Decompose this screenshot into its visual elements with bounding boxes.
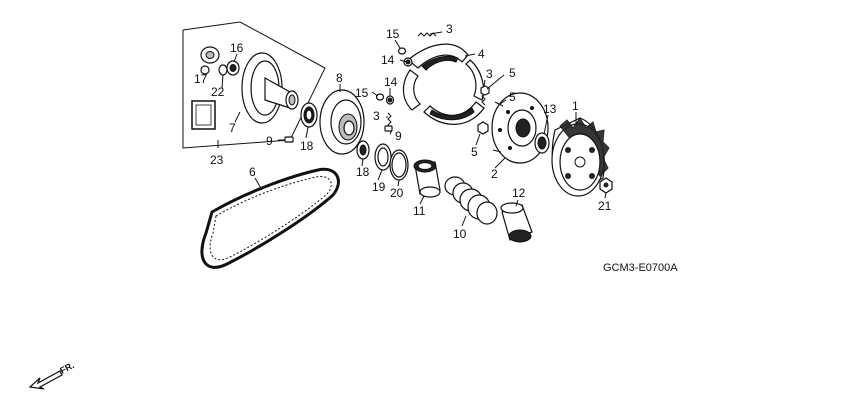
- nut-21: [599, 177, 613, 194]
- callout-5-mid: 5: [509, 90, 516, 104]
- clutch-outer-1: [551, 117, 610, 197]
- callout-13: 13: [543, 102, 557, 116]
- seal-18-right: [356, 140, 370, 160]
- callout-7: 7: [229, 121, 236, 135]
- seal-18-left: [300, 102, 318, 128]
- diagram-code: GCM3-E0700A: [603, 262, 678, 274]
- callout-4: 4: [478, 47, 485, 61]
- ring-19: [374, 143, 392, 171]
- callout-9-mid: 9: [395, 129, 402, 143]
- ring-20: [389, 149, 409, 181]
- fr-arrow-icon: FR.: [28, 360, 76, 390]
- callout-20: 20: [390, 186, 404, 200]
- fr-label: FR.: [58, 360, 75, 376]
- callout-14-top: 14: [381, 53, 395, 67]
- callout-12: 12: [512, 186, 526, 200]
- callout-18-left: 18: [300, 139, 314, 153]
- clip-14-mid: [385, 95, 395, 105]
- spring-10: [444, 176, 498, 225]
- washer-15-top: [397, 47, 407, 55]
- boss-11: [413, 159, 441, 198]
- callout-1: 1: [572, 99, 579, 113]
- leader-lines: [204, 31, 607, 227]
- clutch-shoes-4: [402, 43, 485, 125]
- assembly-23-outline: [182, 21, 326, 149]
- callout-9-left: 9: [266, 134, 273, 148]
- callout-3-top: 3: [446, 22, 453, 36]
- callout-22: 22: [211, 85, 225, 99]
- callout-8: 8: [336, 71, 343, 85]
- callout-17: 17: [194, 72, 208, 86]
- clip-14-top: [403, 57, 413, 67]
- callout-5-top: 5: [509, 66, 516, 80]
- callout-18-right: 18: [356, 165, 370, 179]
- callout-15-mid: 15: [355, 86, 369, 100]
- callout-3-right: 3: [486, 67, 493, 81]
- nut-5-a: [477, 121, 489, 135]
- callout-21: 21: [598, 199, 612, 213]
- callout-19: 19: [372, 180, 386, 194]
- nut-5-b: [480, 85, 490, 96]
- callout-6: 6: [249, 165, 256, 179]
- callout-2: 2: [491, 167, 498, 181]
- driven-face-8: [319, 89, 365, 155]
- callout-10: 10: [453, 227, 467, 241]
- callouts: 1 2 3 3 3 4 5 5 5 6 7 8 9 9 10 11 12 13 …: [194, 22, 612, 241]
- drive-plate-2: [491, 92, 549, 164]
- callout-3-mid: 3: [373, 109, 380, 123]
- seal-13: [534, 132, 550, 154]
- callout-11: 11: [413, 204, 426, 218]
- callout-15-top: 15: [386, 27, 400, 41]
- pin-9-mid: [384, 125, 393, 132]
- pin-9-left: [284, 136, 294, 143]
- callout-16: 16: [230, 41, 244, 55]
- callout-23: 23: [210, 153, 224, 167]
- drive-belt-6: [200, 167, 340, 269]
- callout-5-bottom: 5: [471, 145, 478, 159]
- washer-15-mid: [375, 93, 385, 101]
- collar-12: [500, 202, 533, 243]
- callout-14-mid: 14: [384, 75, 398, 89]
